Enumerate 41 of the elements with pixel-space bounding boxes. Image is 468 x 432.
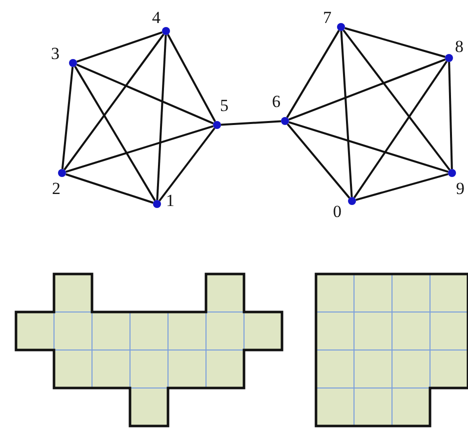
graph-edge — [356, 173, 448, 201]
graph-edge — [66, 173, 154, 204]
graph-edge — [342, 30, 450, 170]
vertex-dot — [153, 200, 161, 208]
vertex-label: 4 — [152, 9, 160, 26]
vertex-label: 1 — [166, 192, 174, 209]
graph-edge — [353, 60, 448, 198]
graph-edge — [76, 31, 163, 63]
vertex-label: 6 — [272, 93, 280, 110]
graph-edge — [286, 30, 340, 118]
graph-edge — [76, 64, 214, 124]
graph-edge — [167, 34, 216, 122]
graph-edge — [74, 66, 156, 202]
vertex-label: 8 — [455, 38, 464, 55]
vertex-label: 5 — [220, 97, 228, 114]
graph-edge — [220, 120, 282, 126]
graph-edge — [340, 30, 353, 198]
graph-edge — [344, 27, 446, 58]
graph-edge — [66, 125, 214, 173]
vertex-label: 3 — [51, 45, 60, 62]
vertex-dot — [69, 59, 77, 67]
vertex-dot — [162, 27, 170, 35]
vertex-label: 2 — [52, 180, 60, 197]
vertex-dot — [213, 121, 221, 129]
vertex-dot — [348, 197, 356, 205]
vertex-dot — [281, 117, 289, 125]
vertex-label: 7 — [323, 9, 332, 26]
vertex-dot — [337, 23, 345, 31]
vertex-dot — [448, 169, 456, 177]
graph-edge — [156, 34, 167, 200]
graph-edge — [288, 58, 446, 120]
graph-edge — [286, 123, 350, 199]
graph-edge — [158, 128, 216, 202]
graph-edge — [288, 121, 448, 173]
vertex-dot — [445, 54, 453, 62]
graph-edge — [64, 34, 164, 170]
vertex-label: 9 — [456, 180, 464, 197]
vertex-dot — [58, 169, 66, 177]
vertex-label: 0 — [333, 203, 342, 220]
graph-edge — [448, 62, 453, 170]
graph-edge — [61, 66, 74, 170]
